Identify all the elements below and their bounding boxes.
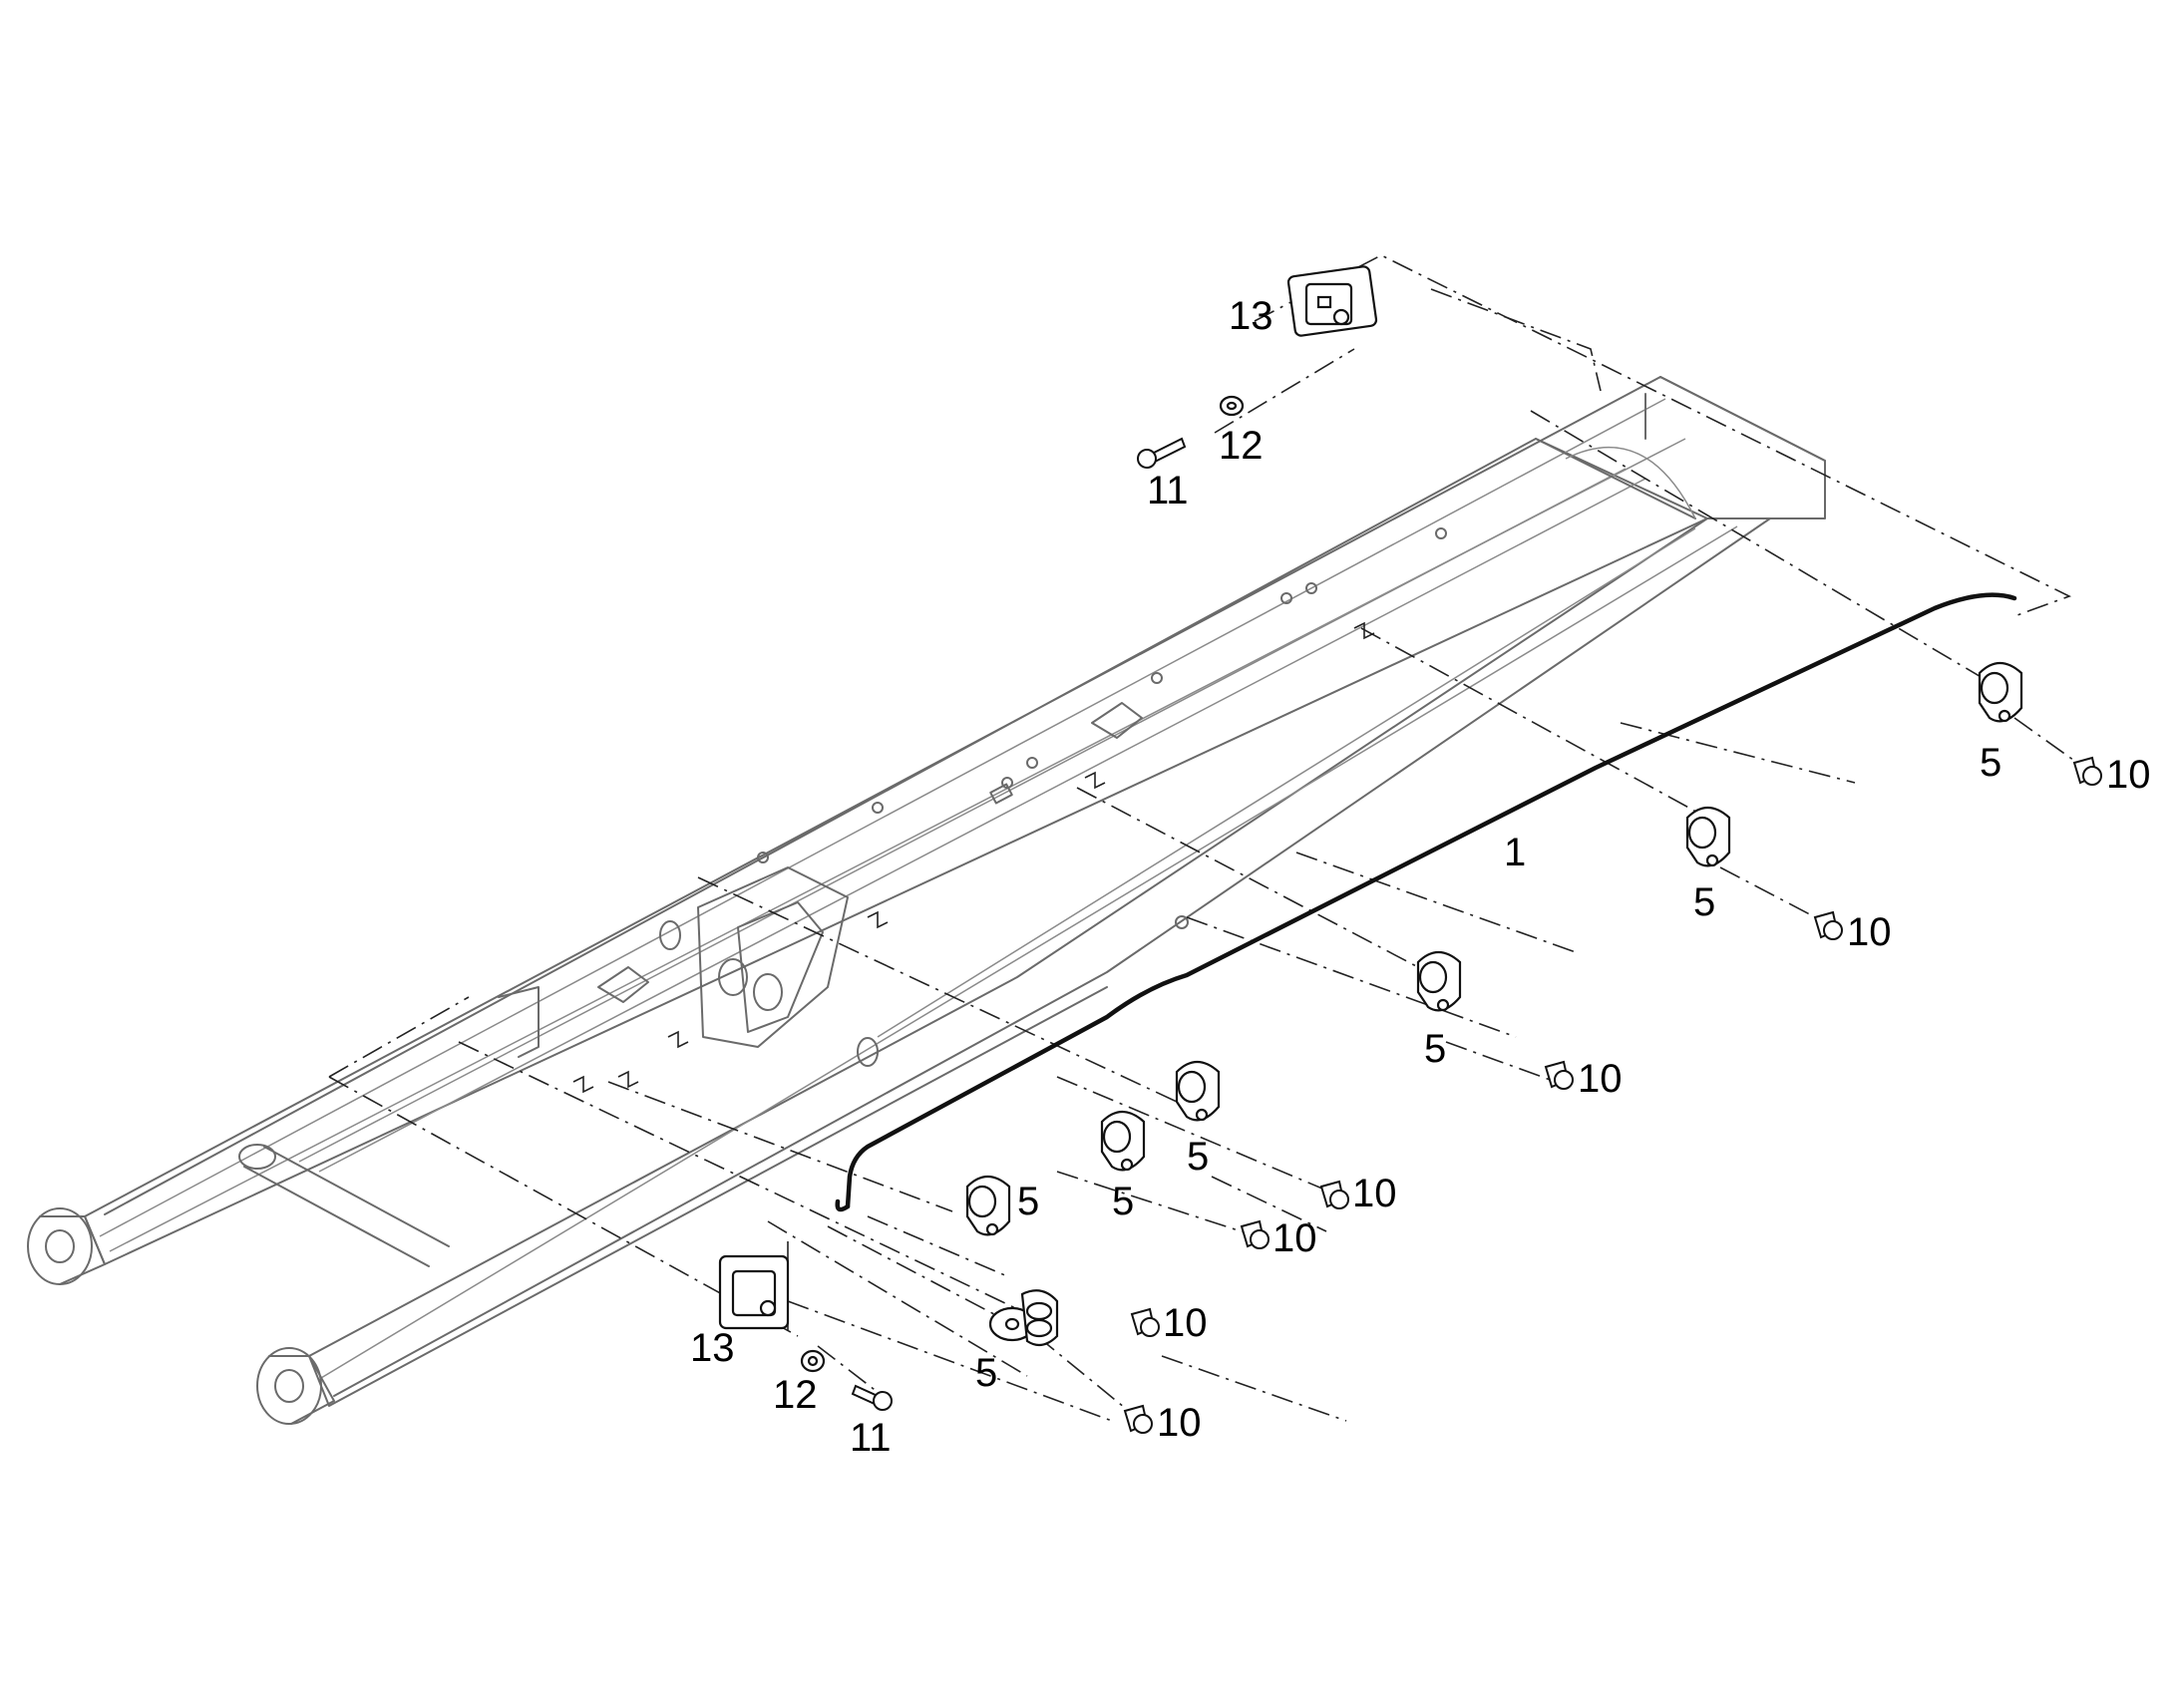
label-screw-1: 10 [2106,753,2151,797]
label-screw-3: 10 [1578,1057,1623,1101]
clip-4 [1175,1060,1221,1122]
center-bracket [697,866,849,1048]
label-connector-bottom: 13 [690,1326,735,1370]
clip-7 [988,1289,1059,1347]
label-screw-5: 10 [1272,1216,1317,1260]
label-screw-2: 10 [1847,910,1892,954]
label-clip-4: 5 [1187,1135,1209,1179]
label-clip-2: 5 [1693,880,1715,924]
label-washer-bottom: 12 [773,1373,818,1417]
screw-7 [1123,1404,1153,1434]
cross-tube [243,1146,450,1267]
screw-6 [1130,1307,1160,1337]
screw-2 [1813,910,1843,940]
label-screw-7: 10 [1157,1401,1202,1445]
screw-1 [2072,756,2102,786]
leader-lines [328,254,2085,1427]
label-clip-3: 5 [1424,1027,1446,1071]
washer-top [1219,395,1245,417]
clip-3 [1416,950,1462,1012]
screw-5 [1240,1219,1270,1249]
label-clip-7: 5 [975,1351,997,1395]
screw-group [1123,756,2102,1434]
label-washer-top: 12 [1219,424,1264,468]
screw-4 [1319,1180,1349,1209]
label-connector-top: 13 [1229,294,1273,338]
clip-group [965,661,2023,1347]
callout-labels: 13 12 11 1 5 10 5 10 5 10 5 10 5 10 5 10… [690,294,2151,1460]
connector-top [1286,265,1378,337]
frame-assembly [27,376,1826,1425]
right-rail [308,517,1771,1397]
label-screw-4: 10 [1352,1172,1397,1215]
left-eye [27,1207,106,1285]
clip-5 [1100,1110,1146,1172]
bolt-bottom [851,1384,893,1411]
label-clip-1: 5 [1980,741,2001,785]
washer-bottom [800,1349,826,1373]
label-screw-6: 10 [1163,1301,1208,1345]
bolt-top [1137,437,1187,469]
zigzag-marks [572,621,1375,1094]
label-bolt-bottom: 11 [850,1416,892,1460]
right-eye [256,1347,335,1425]
label-clip-5: 5 [1112,1180,1134,1223]
clip-1 [1978,661,2023,723]
clip-6 [965,1175,1011,1236]
clip-2 [1685,806,1731,867]
label-clip-6: 5 [1017,1180,1039,1223]
left-rail [84,376,1826,1217]
wiring-harness [845,592,2017,1209]
label-bolt-top: 11 [1147,469,1189,512]
screw-3 [1544,1060,1574,1090]
connector-bottom [718,1254,790,1330]
label-harness: 1 [1504,831,1526,874]
